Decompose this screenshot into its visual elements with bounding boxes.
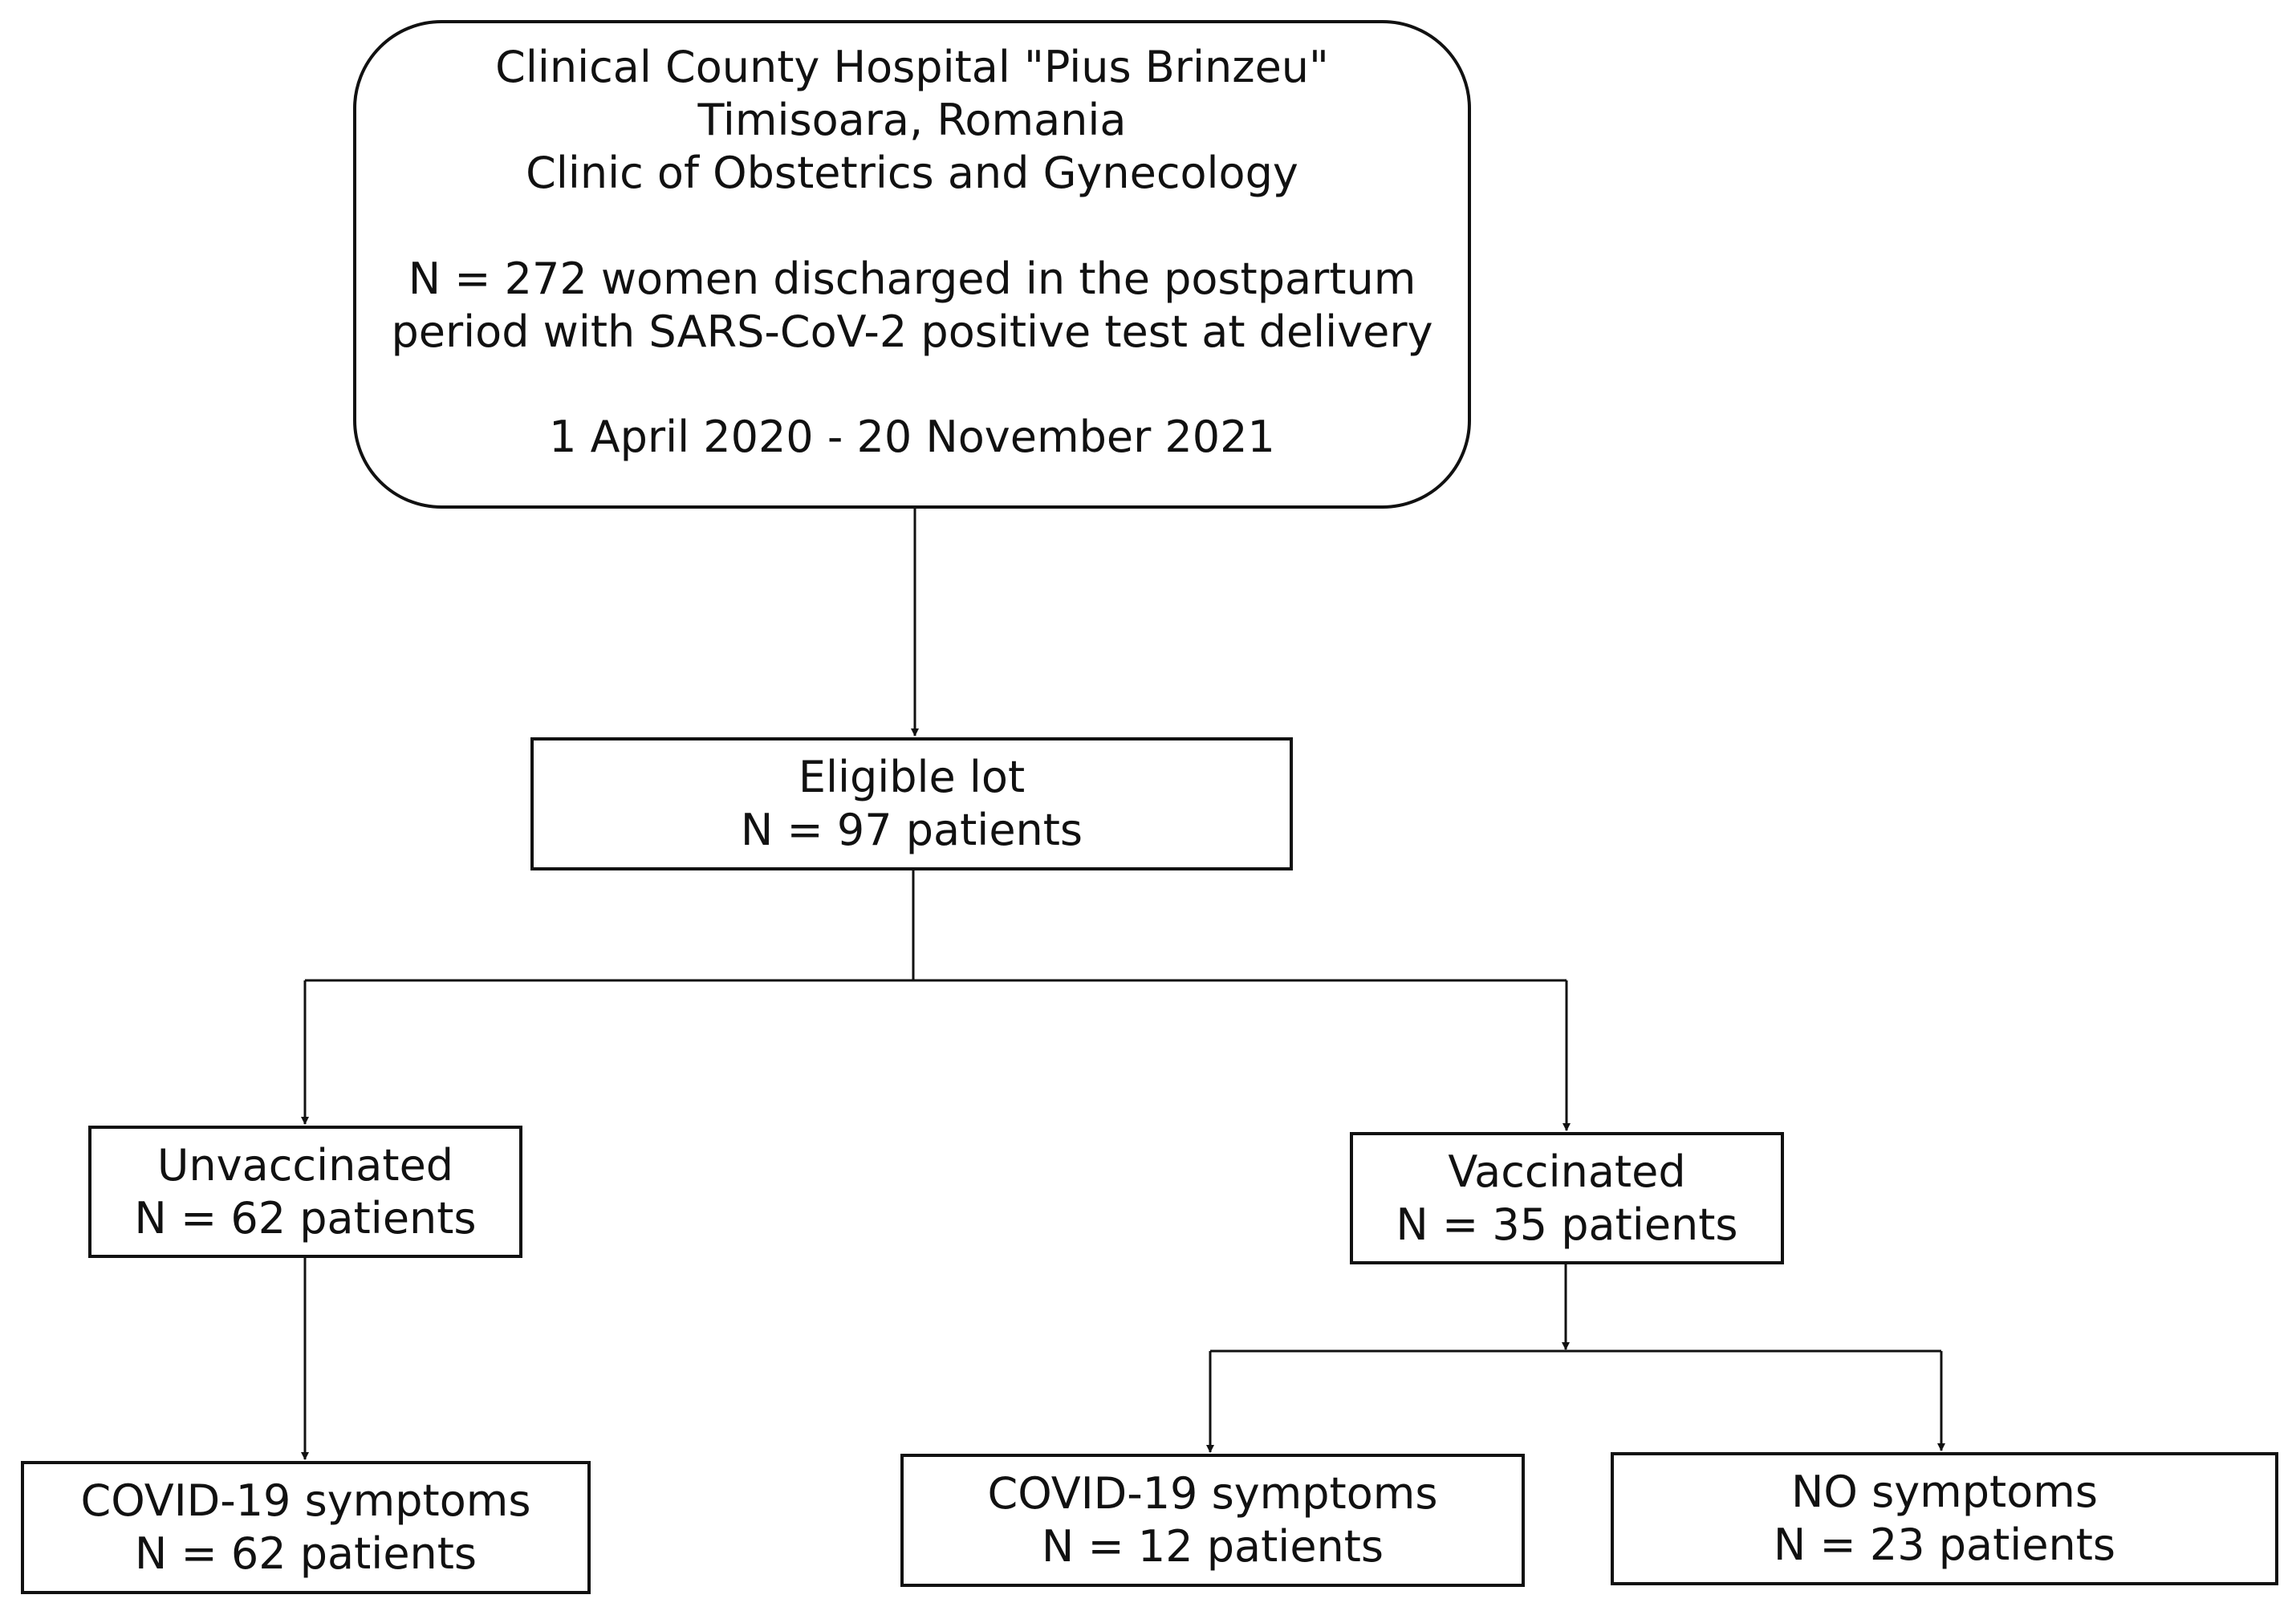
root-box: Clinical County Hospital "Pius Brinzeu" … [353, 20, 1471, 509]
unvaccinated-symptoms-count: N = 62 patients [134, 1528, 477, 1579]
unvaccinated-box: Unvaccinated N = 62 patients [88, 1126, 522, 1258]
vaccinated-no-symptoms-box: NO symptoms N = 23 patients [1611, 1452, 2278, 1585]
unvaccinated-symptoms-title: COVID-19 symptoms [80, 1475, 531, 1527]
root-location: Timisoara, Romania [697, 94, 1127, 145]
unvaccinated-count: N = 62 patients [134, 1192, 477, 1244]
vaccinated-title: Vaccinated [1448, 1146, 1686, 1197]
vaccinated-symptoms-box: COVID-19 symptoms N = 12 patients [900, 1454, 1525, 1587]
root-date-range: 1 April 2020 - 20 November 2021 [549, 412, 1275, 463]
vaccinated-symptoms-title: COVID-19 symptoms [987, 1468, 1438, 1520]
vaccinated-symptoms-count: N = 12 patients [1041, 1521, 1384, 1572]
root-count-line1: N = 272 women discharged in the postpart… [408, 253, 1416, 304]
root-clinic: Clinic of Obstetrics and Gynecology [526, 147, 1298, 198]
vaccinated-box: Vaccinated N = 35 patients [1350, 1132, 1784, 1264]
vaccinated-no-symptoms-count: N = 23 patients [1773, 1520, 2116, 1570]
eligible-lot-box: Eligible lot N = 97 patients [530, 737, 1293, 870]
root-count-line2: period with SARS-CoV-2 positive test at … [391, 306, 1433, 357]
eligible-count: N = 97 patients [740, 805, 1083, 855]
eligible-title: Eligible lot [798, 752, 1026, 803]
root-hospital-name: Clinical County Hospital "Pius Brinzeu" [495, 42, 1329, 92]
unvaccinated-title: Unvaccinated [156, 1139, 454, 1191]
unvaccinated-symptoms-box: COVID-19 symptoms N = 62 patients [21, 1461, 591, 1594]
vaccinated-no-symptoms-title: NO symptoms [1791, 1467, 2098, 1518]
vaccinated-count: N = 35 patients [1396, 1199, 1738, 1250]
